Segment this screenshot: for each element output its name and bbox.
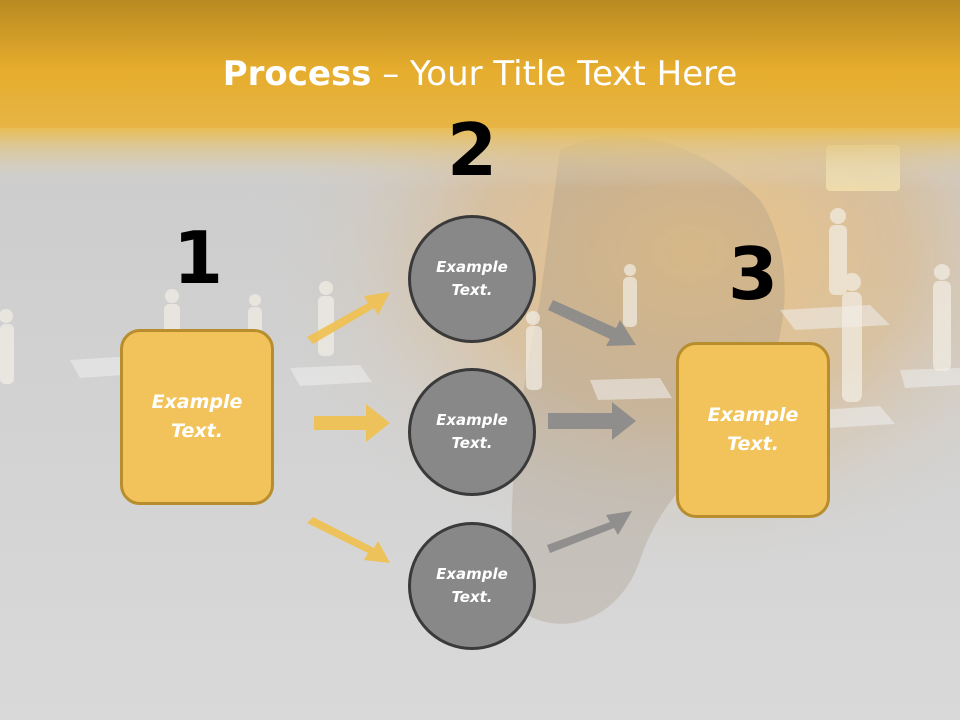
process-circle-bottom: Example Text. [408, 522, 536, 650]
process-circle-top-text: Example Text. [436, 258, 508, 299]
step-number-1: 1 [172, 216, 224, 300]
process-circle-middle: Example Text. [408, 368, 536, 496]
process-box-left-text: Example Text. [151, 391, 243, 442]
arrow-gray-down-icon [548, 300, 636, 346]
process-circle-top: Example Text. [408, 215, 536, 343]
process-box-right-text: Example Text. [707, 404, 799, 455]
process-box-left: Example Text. [120, 329, 274, 505]
slide-title: Process – Your Title Text Here [0, 50, 960, 98]
arrow-gray-up-icon [547, 511, 632, 553]
process-circle-middle-text: Example Text. [436, 411, 508, 452]
step-number-2: 2 [446, 108, 498, 192]
arrow-yellow-right-icon [314, 404, 390, 442]
process-circle-bottom-text: Example Text. [436, 565, 508, 606]
arrow-yellow-up-icon [307, 292, 390, 344]
process-box-right: Example Text. [676, 342, 830, 518]
title-bold-part: Process [222, 54, 372, 94]
step-number-3: 3 [727, 232, 779, 316]
arrow-yellow-down-icon [307, 517, 390, 563]
title-regular-part: – Your Title Text Here [371, 54, 738, 94]
arrow-gray-right-icon [548, 402, 636, 440]
